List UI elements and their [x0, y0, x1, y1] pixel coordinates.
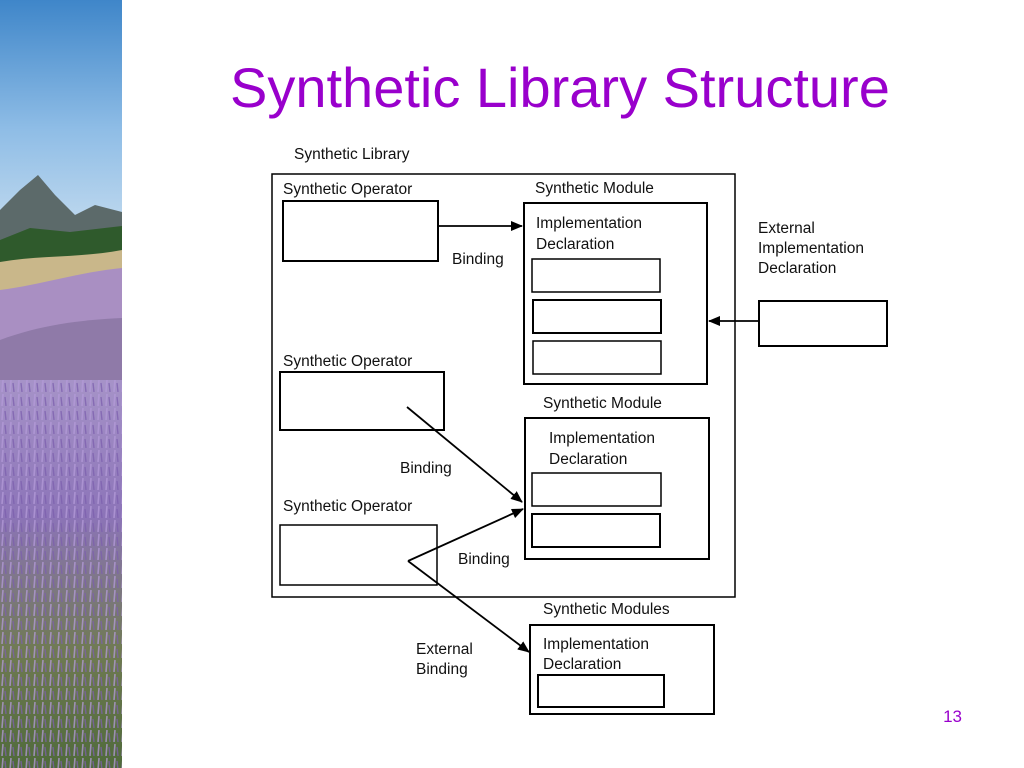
external-binding-line-1: External — [416, 641, 473, 658]
synthetic-module-label-1: Synthetic Module — [535, 180, 654, 197]
lavender-field-landscape — [0, 0, 122, 768]
binding-arrow-2 — [406, 406, 523, 503]
synthetic-operator-label-3: Synthetic Operator — [283, 498, 413, 515]
synthetic-modules-label-external: Synthetic Modules — [543, 601, 670, 618]
external-binding-arrow — [407, 560, 530, 653]
synthetic-module-label-2: Synthetic Module — [543, 395, 662, 412]
synthetic-operator-label-2: Synthetic Operator — [283, 353, 413, 370]
external-impl-line-3: Declaration — [758, 260, 837, 277]
synthetic-library-box — [271, 173, 736, 598]
implementation-label-3: Implementation — [543, 636, 649, 653]
declaration-label-2: Declaration — [549, 451, 628, 468]
module-1-slot-1 — [531, 258, 661, 293]
binding-arrow-3 — [407, 508, 524, 562]
declaration-label-3: Declaration — [543, 656, 622, 673]
synthetic-operator-label-1: Synthetic Operator — [283, 181, 413, 198]
external-impl-line-1: External — [758, 220, 815, 237]
page-number: 13 — [943, 707, 962, 726]
synthetic-operator-box-1 — [282, 200, 439, 262]
module-1-slot-2 — [532, 299, 662, 334]
synthetic-operator-box-2 — [279, 371, 445, 431]
binding-label-1: Binding — [452, 251, 504, 268]
synthetic-library-label: Synthetic Library — [294, 146, 410, 163]
decorative-side-image — [0, 0, 122, 768]
declaration-label-1: Declaration — [536, 236, 615, 253]
module-2-slot-2 — [531, 513, 661, 548]
implementation-label-1: Implementation — [536, 215, 642, 232]
external-module-slot — [537, 674, 665, 708]
binding-label-3: Binding — [458, 551, 510, 568]
external-impl-line-2: Implementation — [758, 240, 864, 257]
binding-label-2: Binding — [400, 460, 452, 477]
external-binding-line-2: Binding — [416, 661, 468, 678]
module-1-slot-3 — [532, 340, 662, 375]
synthetic-operator-box-3 — [279, 524, 438, 586]
slide-title: Synthetic Library Structure — [230, 56, 890, 119]
external-implementation-box — [758, 300, 888, 347]
module-2-slot-1 — [531, 472, 662, 507]
implementation-label-2: Implementation — [549, 430, 655, 447]
